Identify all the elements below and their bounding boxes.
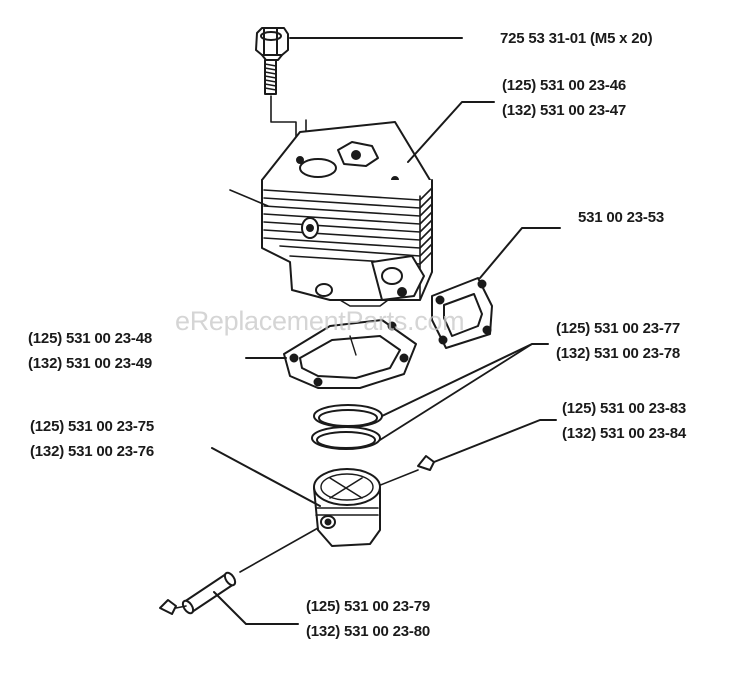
label-circlip-132: (132) 531 00 23-84 <box>562 425 686 442</box>
label-circlip-125: (125) 531 00 23-83 <box>562 400 686 417</box>
label-piston-pin-132: (132) 531 00 23-80 <box>306 623 430 640</box>
piston-pin-leader-line <box>213 591 299 625</box>
circlip-leader-line <box>433 419 557 463</box>
cylinder-leader-line <box>407 101 495 163</box>
label-cylinder-125: (125) 531 00 23-46 <box>502 77 626 94</box>
flange-gasket-drawing <box>431 277 493 349</box>
piston-drawing <box>313 468 381 547</box>
label-screw: 725 53 31-01 (M5 x 20) <box>500 30 653 47</box>
base-gasket-drawing <box>283 319 417 389</box>
pin-axis-line <box>239 527 319 573</box>
watermark: eReplacementParts.com <box>175 306 465 336</box>
label-piston-125: (125) 531 00 23-75 <box>30 418 154 435</box>
flange-gasket-leader-line <box>479 227 561 279</box>
label-piston-rings-132: (132) 531 00 23-78 <box>556 345 680 362</box>
label-flange-gasket: 531 00 23-53 <box>578 209 665 226</box>
label-cylinder-132: (132) 531 00 23-47 <box>502 102 626 119</box>
label-piston-132: (132) 531 00 23-76 <box>30 443 154 460</box>
label-piston-rings-125: (125) 531 00 23-77 <box>556 320 680 337</box>
label-base-gasket-132: (132) 531 00 23-49 <box>28 355 152 372</box>
screw-drawing <box>255 27 289 95</box>
piston-pin-drawing <box>159 571 237 615</box>
circlip-drawing <box>417 455 435 471</box>
piston-leader-line <box>211 447 321 507</box>
label-piston-pin-125: (125) 531 00 23-79 <box>306 598 430 615</box>
cylinder-drawing <box>261 121 433 307</box>
label-base-gasket-125: (125) 531 00 23-48 <box>28 330 152 347</box>
piston-rings-drawing <box>311 404 383 450</box>
